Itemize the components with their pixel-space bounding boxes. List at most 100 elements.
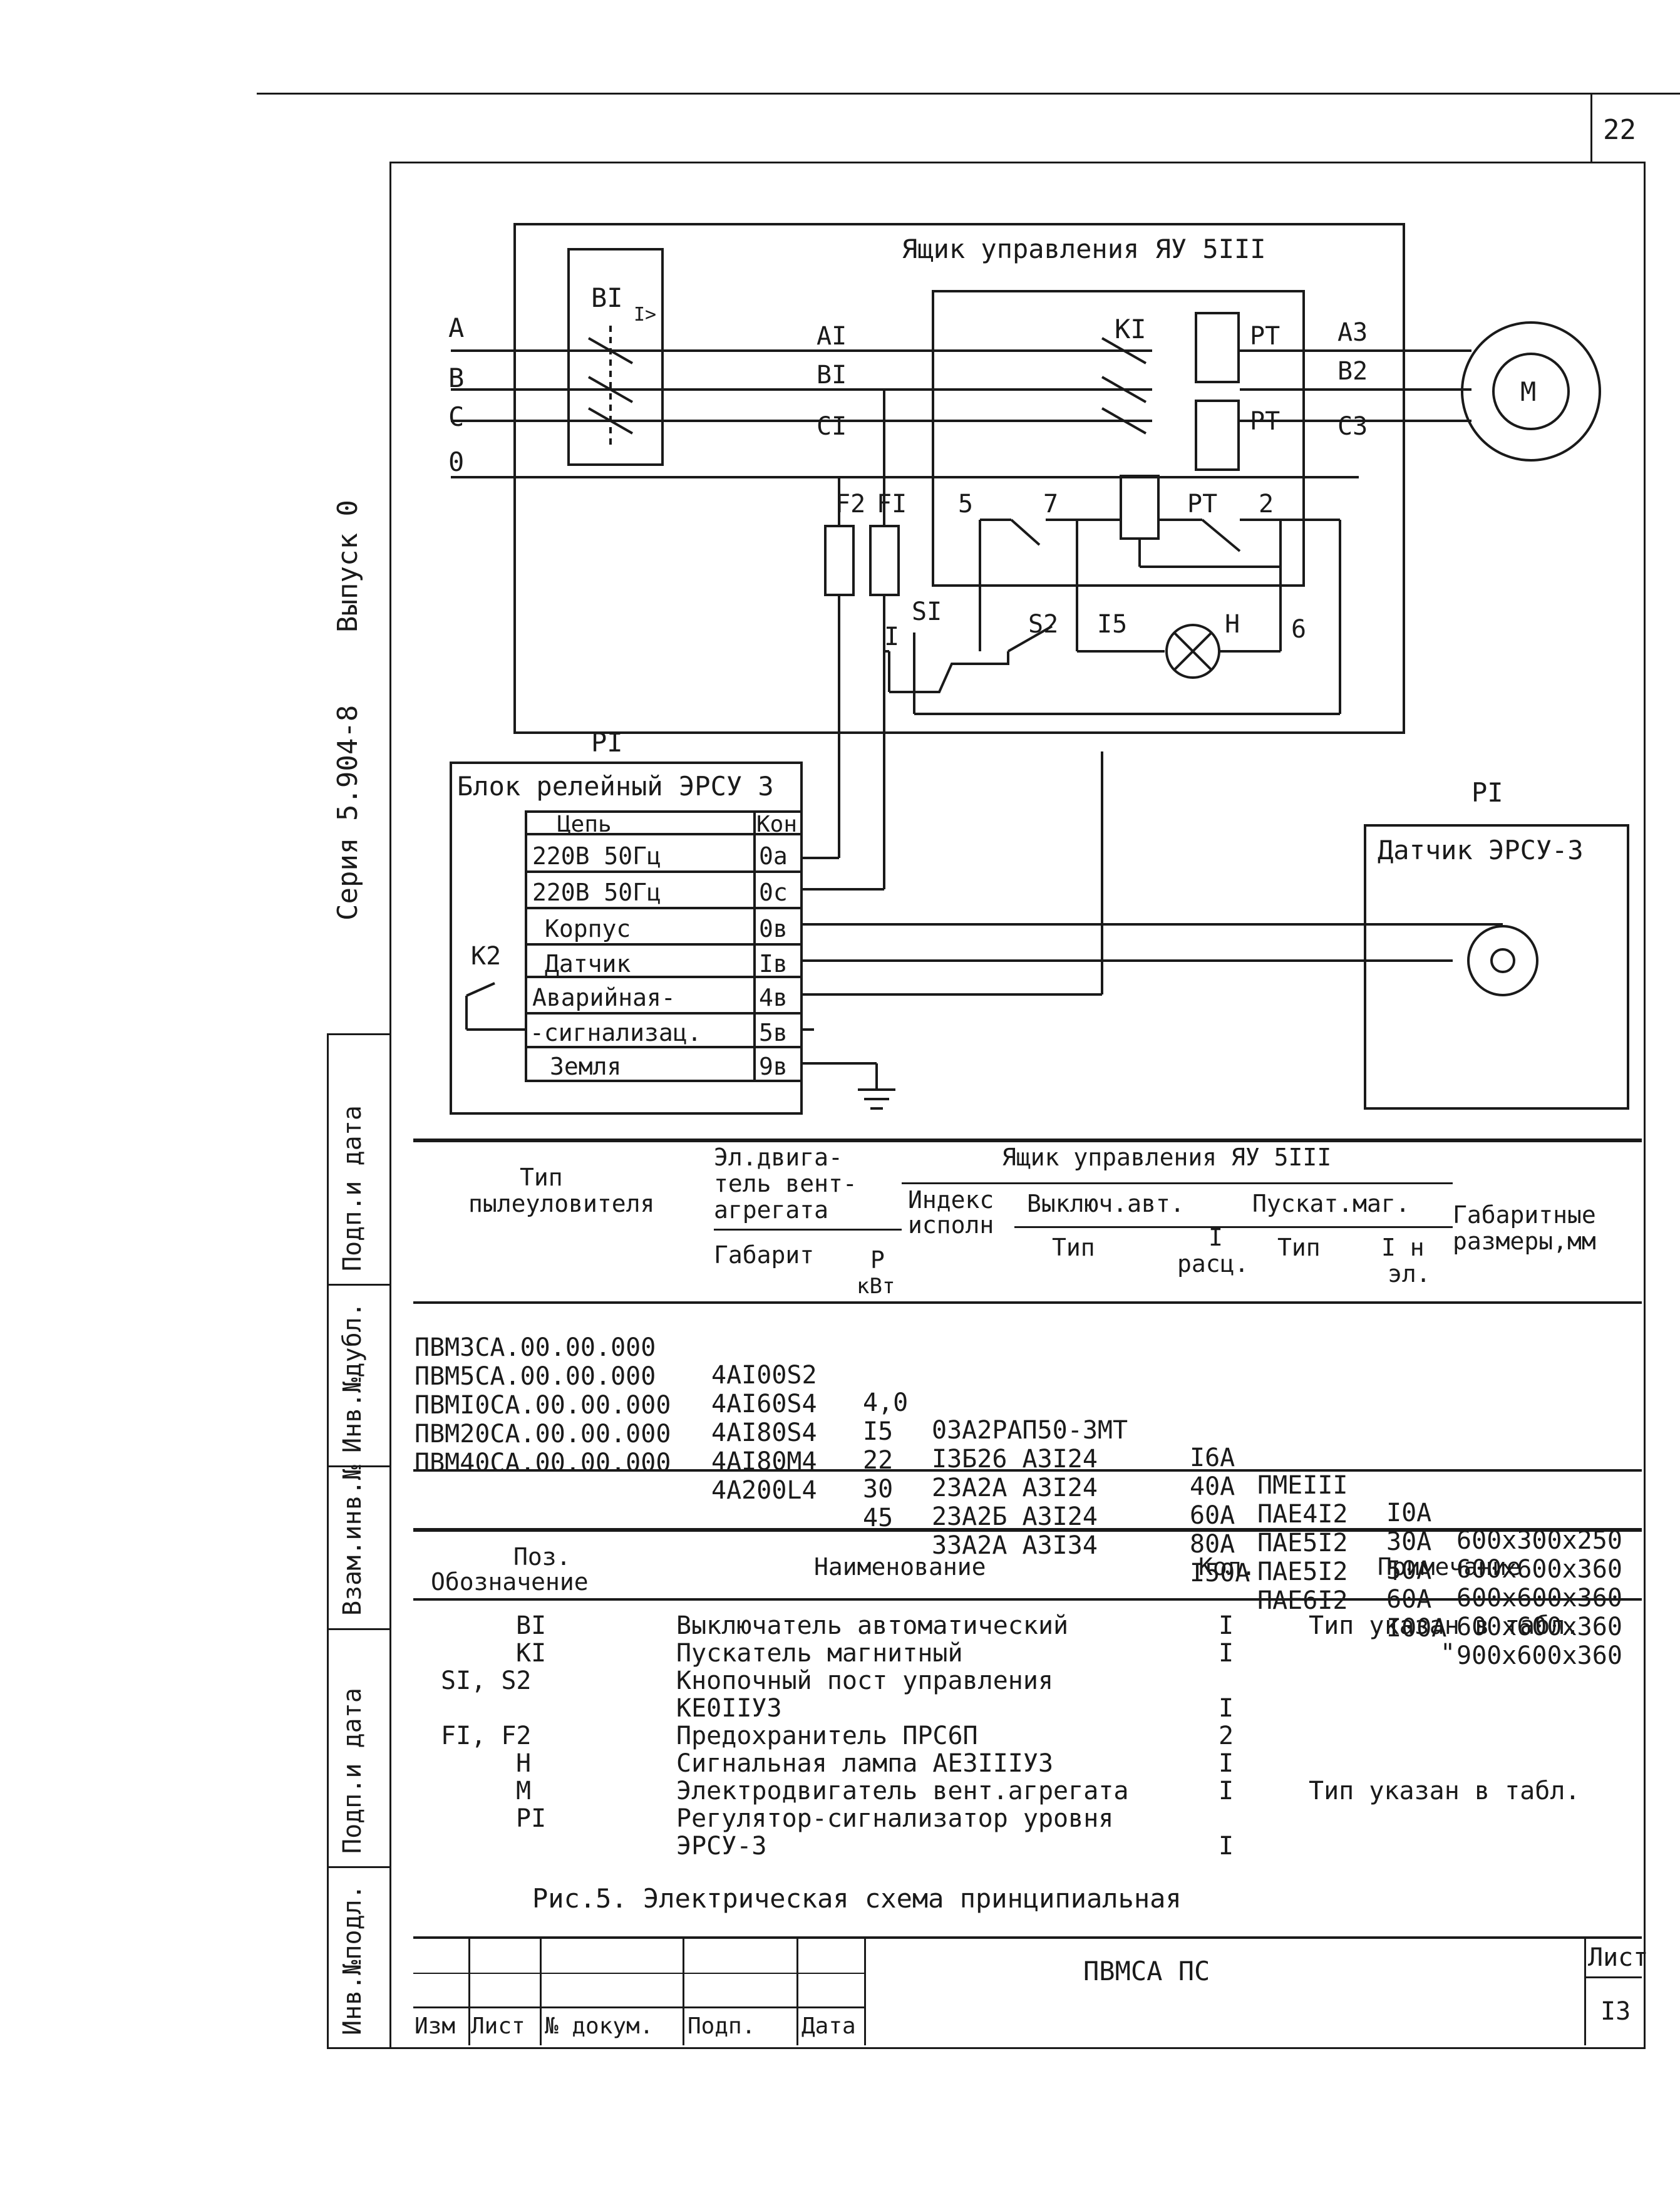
parts-h-note: Примечание xyxy=(1378,1553,1521,1581)
node-7: 7 xyxy=(1043,490,1058,519)
cell-index: 23А2Б А3I24 xyxy=(932,1502,1098,1531)
cell-motor: 4AI00S2 xyxy=(711,1361,817,1390)
relay-row-pin-5: 4в xyxy=(759,984,788,1011)
tb-col-line xyxy=(468,1936,470,2045)
h-motor-1: Эл.двига- xyxy=(714,1144,843,1171)
h-motor-3: агрегата xyxy=(714,1196,829,1224)
button-s2: S2 xyxy=(1028,610,1058,639)
cell-breaker-current: 40А xyxy=(1190,1472,1235,1501)
electrical-diagram: Ящик управления ЯУ 5III A B C 0 BI I> AI… xyxy=(448,223,1629,1115)
relay-row-pin-4: Iв xyxy=(759,950,788,978)
h-type-2: пылеуловителя xyxy=(468,1190,655,1217)
phase-b: B xyxy=(448,363,464,393)
item-name: Кнопочный пост управления xyxy=(676,1666,1054,1695)
tb-sheet-divider xyxy=(1584,1936,1586,2045)
title-block xyxy=(413,1936,1642,2048)
tb-col-sign: Подп. xyxy=(688,2013,756,2039)
item-name: ЭРСУ-3 xyxy=(676,1832,767,1861)
item-name: Электродвигатель вент.агрегата xyxy=(676,1777,1129,1805)
item-pos: PI xyxy=(516,1804,547,1833)
cell-power: 22 xyxy=(863,1446,894,1475)
relay-header-circuit: Цепь xyxy=(557,812,612,837)
motor-out-c3: C3 xyxy=(1337,412,1368,441)
item-qty: I xyxy=(1219,1694,1234,1723)
item-qty: I xyxy=(1219,1777,1234,1805)
cell-type: ПВМ5СА.00.00.000 xyxy=(415,1362,656,1391)
cell-index: 23А2А А3I24 xyxy=(932,1474,1098,1502)
phase-c: C xyxy=(448,401,464,432)
line-label-b1: BI xyxy=(817,361,847,390)
cell-type: ПВМ3СА.00.00.000 xyxy=(415,1333,656,1362)
item-pos: M xyxy=(516,1777,532,1805)
tb-col-line xyxy=(540,1936,542,2045)
h-index-2: исполн xyxy=(908,1211,994,1239)
h-sub-in: I н xyxy=(1381,1234,1425,1261)
h-sub-breaker-type: Тип xyxy=(1052,1234,1095,1261)
phase-a: A xyxy=(448,312,464,343)
cell-breaker-current: I50А xyxy=(1190,1559,1250,1588)
tb-col-docno: № докум. xyxy=(545,2013,654,2039)
motor-out-a3: A3 xyxy=(1337,318,1368,347)
spec-box-rule xyxy=(902,1182,1453,1184)
cell-power: I5 xyxy=(863,1417,894,1446)
line-label-c1: CI xyxy=(817,412,847,441)
main-frame xyxy=(389,162,1646,2049)
cell-motor: 4AI60S4 xyxy=(711,1390,817,1418)
item-qty: 2 xyxy=(1219,1722,1234,1750)
parts-h-pos: Поз. xyxy=(513,1543,571,1571)
fuse-f1: FI xyxy=(877,490,907,519)
relay-row-name-7: Земля xyxy=(550,1053,621,1080)
relay-row-pin-1: 0а xyxy=(759,842,788,870)
breaker-mark: I> xyxy=(634,304,656,326)
parts-h-name: Наименование xyxy=(814,1553,986,1581)
parts-header-bottom xyxy=(413,1598,1642,1601)
cell-type: ПВМI0СА.00.00.000 xyxy=(415,1391,671,1420)
fuse-f2: F2 xyxy=(835,490,865,519)
side-stamp-sep xyxy=(327,1465,389,1467)
side-stamp-sep xyxy=(327,1284,389,1286)
lamp-label: H xyxy=(1225,610,1240,639)
cell-dims: 600x600x360 xyxy=(1456,1555,1622,1584)
item-name: Предохранитель ПРС6П xyxy=(676,1722,978,1750)
stamp-field-3: Взам.инв.№ xyxy=(338,1465,367,1616)
item-note: " xyxy=(1440,1639,1456,1668)
side-stamp-sep xyxy=(327,1866,389,1868)
item-name: КЕ0IIУ3 xyxy=(676,1694,782,1723)
item-name: Регулятор-сигнализатор уровня xyxy=(676,1804,1114,1833)
cell-power: 45 xyxy=(863,1504,894,1532)
sensor-title: Датчик ЭРСУ-3 xyxy=(1378,835,1584,865)
item-name: Сигнальная лампа АЕ3IIIУ3 xyxy=(676,1749,1054,1778)
item-pos: KI xyxy=(516,1639,547,1668)
figure-caption: Рис.5. Электрическая схема принципиальна… xyxy=(532,1883,1182,1914)
relay-header-pin: Кон xyxy=(756,812,797,837)
node-5: 5 xyxy=(958,490,973,519)
h-sub-starter-type: Тип xyxy=(1277,1234,1321,1261)
relay-row-name-6: -сигнализац. xyxy=(530,1019,702,1046)
relay-row-name-1: 220В 50Гц xyxy=(532,842,661,870)
node-15: I5 xyxy=(1097,610,1127,639)
sensor-label: PI xyxy=(1471,777,1503,808)
cell-index: I3Б26 А3I24 xyxy=(932,1445,1098,1474)
regulator-label: PI xyxy=(591,727,623,758)
node-6: 6 xyxy=(1291,615,1306,644)
h-starter: Пускат.маг. xyxy=(1252,1190,1410,1217)
motor-label: M xyxy=(1520,376,1536,407)
item-qty: I xyxy=(1219,1611,1234,1640)
stamp-field-2: Инв.№дубл. xyxy=(338,1302,367,1453)
tb-sheet-number: I3 xyxy=(1600,1997,1631,2026)
top-border xyxy=(257,93,1680,95)
item-note: Тип указан в табл. xyxy=(1309,1611,1580,1640)
h-breaker: Выключ.авт. xyxy=(1027,1190,1185,1217)
sheet-number-top: 22 xyxy=(1603,114,1636,146)
h-dims-2: размеры,мм xyxy=(1453,1227,1596,1255)
cell-starter: ПАЕ6I2 xyxy=(1257,1586,1348,1615)
phase-0: 0 xyxy=(448,447,464,477)
side-stamp-sep xyxy=(327,1628,389,1630)
table-row: ПВМ5СА.00.00.000 4AI60S4 I5 I3Б26 А3I24 … xyxy=(415,1335,1622,1611)
breaker-label: BI xyxy=(591,282,623,313)
item-qty: I xyxy=(1219,1639,1234,1668)
relay-label-1: PT xyxy=(1250,322,1280,351)
relay-row-name-4: Датчик xyxy=(545,950,631,978)
cell-breaker-current: 60А xyxy=(1190,1501,1235,1530)
